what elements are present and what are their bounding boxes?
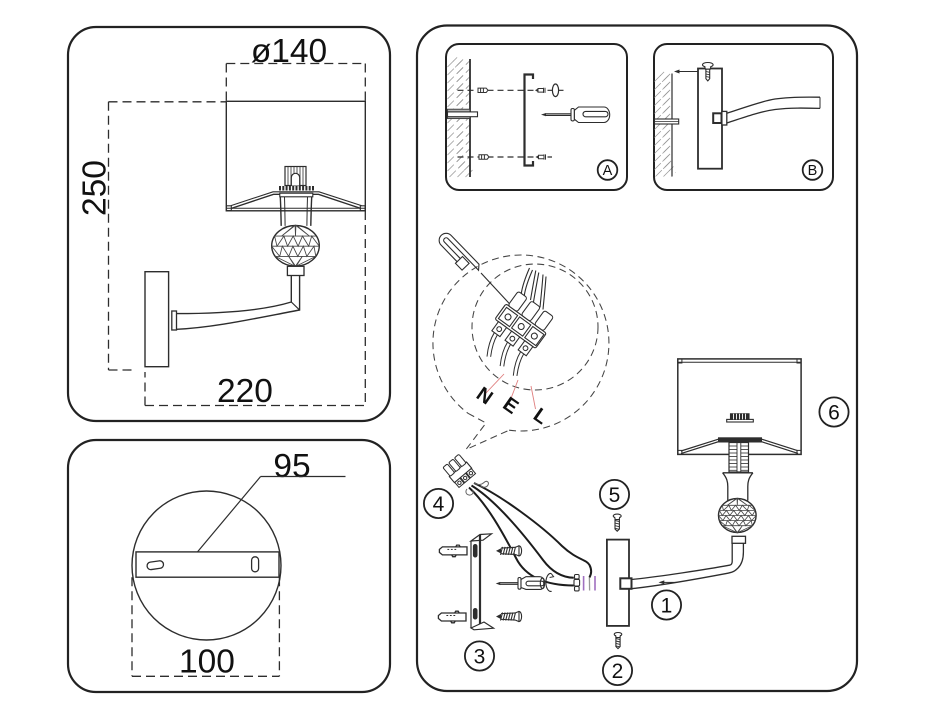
svg-text:95: 95 [273, 448, 310, 485]
svg-text:A: A [603, 163, 613, 179]
svg-text:1: 1 [661, 595, 673, 618]
svg-text:100: 100 [179, 644, 235, 681]
svg-text:ø140: ø140 [251, 33, 327, 70]
svg-text:4: 4 [433, 493, 445, 516]
svg-text:5: 5 [609, 484, 621, 507]
svg-text:6: 6 [828, 402, 840, 425]
svg-text:2: 2 [612, 660, 624, 683]
svg-text:B: B [808, 163, 818, 179]
svg-text:250: 250 [77, 160, 114, 216]
svg-text:220: 220 [217, 373, 273, 410]
svg-text:3: 3 [474, 646, 486, 669]
